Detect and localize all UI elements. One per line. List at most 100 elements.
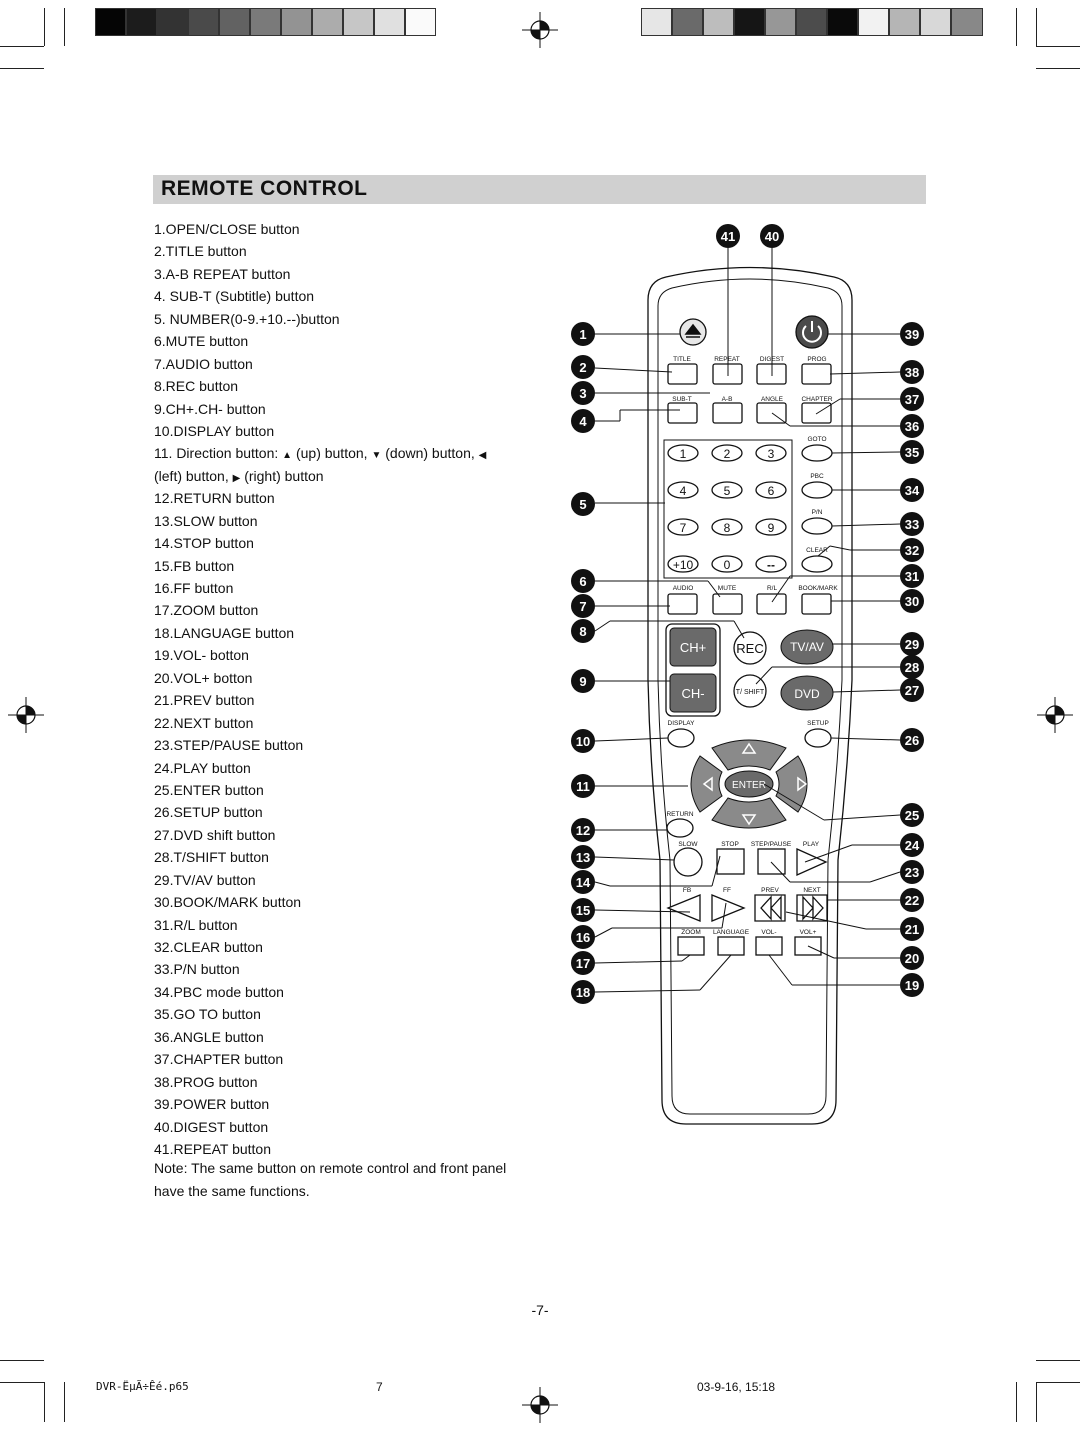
number-key-plus10[interactable] [667,555,699,573]
slow-button[interactable] [673,847,703,877]
mute-label: MUTE [718,585,737,592]
setup-label: SETUP [807,720,829,727]
mute-button[interactable] [712,593,743,615]
subt-button[interactable] [667,402,698,424]
callout-number: 6 [579,574,586,589]
number-key-3[interactable] [755,444,787,462]
ff-button[interactable] [711,894,746,922]
title-button[interactable] [667,363,698,385]
number-key-label: 2 [724,447,731,461]
bookmark-label: BOOK/MARK [798,585,838,592]
list-item: 31.R/L button [154,916,238,933]
tshift-button[interactable] [733,674,767,708]
setup-button[interactable] [804,728,832,748]
return-button[interactable] [666,818,694,838]
list-item: 21.PREV button [154,692,255,709]
number-key-9[interactable] [755,518,787,536]
number-key-0[interactable] [711,555,743,573]
list-item: 29.TV/AV button [154,871,256,888]
zoom-button[interactable] [677,936,705,956]
callout-number: 34 [905,483,920,498]
language-button[interactable] [717,936,745,956]
prog-button[interactable] [801,363,832,385]
bookmark-button[interactable] [801,593,832,615]
callout-marker [571,980,595,1004]
number-key-dashes[interactable] [755,555,787,573]
callout-marker [571,381,595,405]
callout-marker [900,589,924,613]
right-button[interactable] [775,755,808,813]
callout-marker [900,888,924,912]
callout-marker [900,564,924,588]
callout-marker [900,360,924,384]
pbc-button[interactable] [801,481,833,499]
list-item: 30.BOOK/MARK button [154,894,302,911]
chapter-button[interactable] [801,402,832,424]
display-label: DISPLAY [668,720,696,727]
stop-button[interactable] [716,848,745,875]
rl-button[interactable] [756,593,787,615]
list-item: 41.REPEAT button [154,1140,271,1157]
number-key-1[interactable] [667,444,699,462]
ch-plus-button[interactable] [669,627,717,667]
list-item: 40.DIGEST button [154,1118,269,1135]
number-key-2[interactable] [711,444,743,462]
number-key-4[interactable] [667,481,699,499]
up-button[interactable] [711,739,787,771]
clear-button[interactable] [801,555,833,573]
play-label: PLAY [803,841,820,848]
button-list: 1.OPEN/CLOSE button 2.TITLE button 3.A-B… [154,218,534,1160]
callout-marker [571,898,595,922]
callout-number: 9 [579,674,586,689]
callout-marker [716,224,740,248]
ff-label: FF [723,887,731,894]
display-button[interactable] [667,728,695,748]
fb-button[interactable] [666,894,701,922]
number-key-7[interactable] [667,518,699,536]
pn-button[interactable] [801,517,833,535]
callout-marker [900,655,924,679]
prev-button[interactable] [754,894,786,922]
number-key-label: 0 [724,558,731,572]
power-icon [802,325,822,343]
remote-control-diagram: TITLE REPEAT DIGEST PROG SUB-T A-B ANGLE… [571,224,924,1125]
callout-marker [900,678,924,702]
callout-number: 13 [576,850,590,865]
callout-marker [900,440,924,464]
audio-button[interactable] [667,593,698,615]
callout-number: 19 [905,978,919,993]
registration-target-icon [8,697,44,733]
goto-button[interactable] [801,444,833,462]
direction-left-label: (left) button, [154,467,229,484]
list-item: 10.DISPLAY button [154,422,275,439]
registration-target-icon [1037,697,1073,733]
enter-button[interactable] [724,770,774,798]
rl-label: R/L [767,585,778,592]
number-key-label: 8 [724,521,731,535]
number-key-label: 3 [768,447,775,461]
pbc-label: PBC [810,473,824,480]
registration-target-icon [522,12,558,48]
number-key-6[interactable] [755,481,787,499]
steppause-button[interactable] [757,848,786,875]
callout-marker [900,632,924,656]
play-button[interactable] [796,847,828,877]
number-key-5[interactable] [711,481,743,499]
number-pad-frame [663,439,793,579]
list-item: 22.NEXT button [154,714,254,731]
ab-button[interactable] [712,402,743,424]
left-button[interactable] [690,755,723,813]
chapter-label: CHAPTER [801,396,832,403]
down-button[interactable] [711,797,787,829]
number-key-8[interactable] [711,518,743,536]
dvd-button[interactable] [780,675,834,711]
tvav-button[interactable] [780,629,834,665]
vol-minus-button[interactable] [755,936,783,956]
list-item-direction-cont: (left) button, ▶ (right) button [154,465,534,487]
ch-minus-button[interactable] [669,673,717,713]
callout-number: 8 [579,624,586,639]
callout-marker [571,492,595,516]
stop-label: STOP [721,841,739,848]
list-item: 3.A-B REPEAT button [154,265,291,282]
rec-button[interactable] [733,631,767,665]
